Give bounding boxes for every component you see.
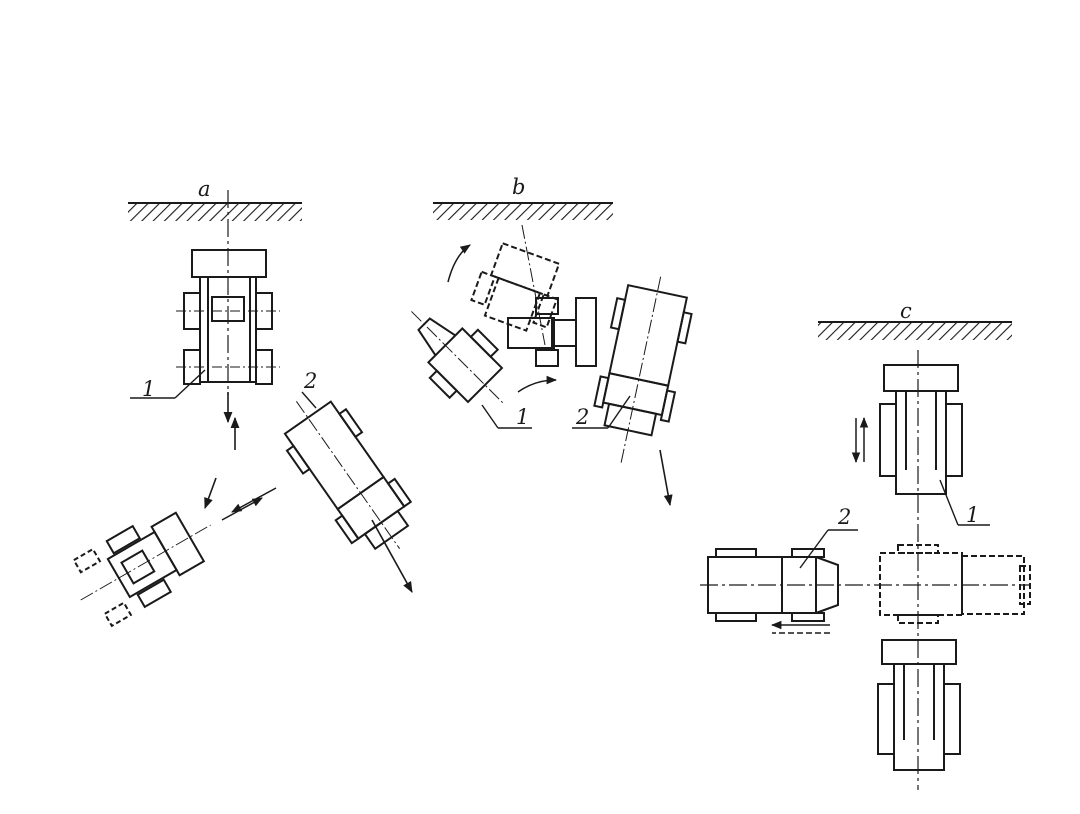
wall-hatch-c xyxy=(818,322,1012,340)
panel-b xyxy=(411,202,693,507)
panel-b-label-2: 2 xyxy=(575,405,589,429)
panel-a-label-1: 1 xyxy=(142,377,155,401)
ghost-positions-c xyxy=(879,544,1031,624)
loader-bottom-c xyxy=(877,639,961,771)
panel-a-letter: a xyxy=(198,177,211,201)
loader-1-a xyxy=(176,190,280,395)
loader-turned-a xyxy=(72,511,211,628)
panel-c xyxy=(700,321,1031,790)
truck-2-a xyxy=(283,400,413,551)
panel-a xyxy=(72,190,413,628)
panel-b-label-1: 1 xyxy=(516,405,529,429)
loader-1-c xyxy=(879,364,963,495)
panel-b-letter: b xyxy=(512,175,525,199)
panel-c-label-1: 1 xyxy=(966,503,979,527)
panel-c-label-2: 2 xyxy=(837,505,851,529)
truck-2-b xyxy=(593,276,693,463)
loader-arm-b xyxy=(507,317,555,349)
panel-a-label-2: 2 xyxy=(303,369,317,393)
panel-c-letter: c xyxy=(900,299,912,323)
loader-1-b xyxy=(411,311,504,404)
wall-hatch-a xyxy=(128,203,302,221)
wall-hatch-b xyxy=(433,203,613,220)
